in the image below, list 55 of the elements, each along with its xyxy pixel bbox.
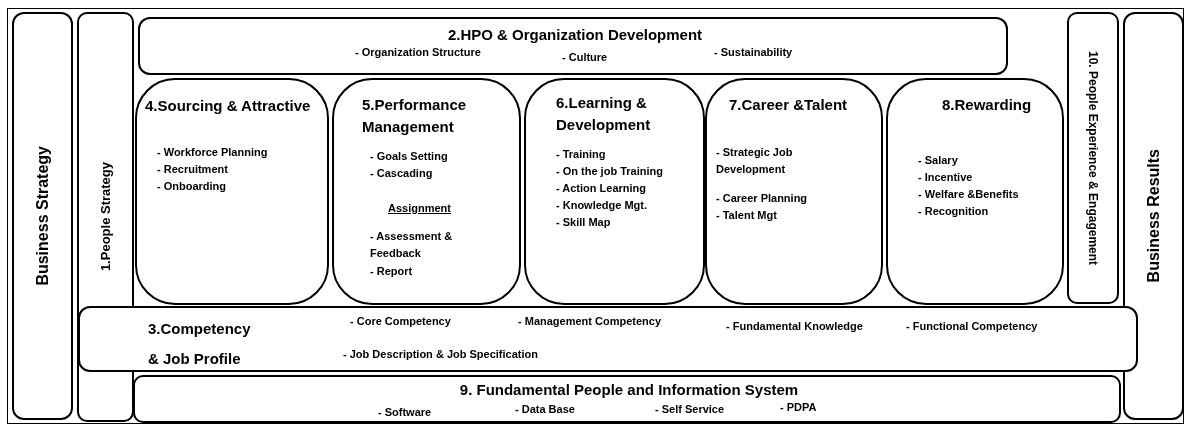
list-item: - Salary: [918, 153, 958, 168]
list-item: - Strategic Job Development: [716, 145, 794, 177]
list-item: - Functional Competency: [906, 319, 1038, 334]
list-item: - Management Competency: [518, 314, 662, 329]
panel-label: 10. People Experience & Engagement: [1086, 50, 1100, 266]
box-heading: 4.Sourcing & Attractive: [145, 96, 311, 116]
list-item: - Self Service: [655, 402, 725, 417]
panel-label: 1.People Strategy: [98, 162, 113, 272]
list-item: - PDPA: [780, 400, 817, 415]
list-item: - On the job Training: [556, 164, 663, 179]
box-heading: 3.Competency & Job Profile: [148, 319, 252, 369]
list-item: - Software: [378, 405, 432, 420]
list-item: - Welfare &Benefits: [918, 187, 1019, 202]
list-item: - Assessment & Feedback: [370, 229, 454, 261]
rounded-box: [138, 17, 1008, 75]
list-item: - Goals Setting: [370, 149, 448, 164]
box-heading: 5.Performance Management: [362, 95, 468, 137]
rounded-box: [135, 78, 329, 305]
list-item: - Onboarding: [157, 179, 227, 194]
list-item: - Skill Map: [556, 215, 611, 230]
list-item: - Incentive: [918, 170, 973, 185]
rounded-box: [524, 78, 705, 305]
list-item: - Recognition: [918, 204, 989, 219]
list-item: - Culture: [562, 50, 608, 65]
rounded-box: [133, 375, 1121, 423]
list-item: - Report: [370, 264, 413, 279]
list-item: - Recruitment: [157, 162, 228, 177]
box-heading: 9. Fundamental People and Information System: [458, 380, 800, 400]
list-item: - Cascading: [370, 166, 433, 181]
list-item: - Job Description & Job Specification: [343, 347, 538, 362]
list-item: - Training: [556, 147, 606, 162]
list-item: - Core Competency: [350, 314, 451, 329]
vertical-panel: [1067, 12, 1119, 304]
subheading: Assignment: [388, 201, 451, 216]
panel-label: Business Results: [1144, 149, 1163, 283]
list-item: - Career Planning: [716, 191, 808, 206]
list-item: - Organization Structure: [355, 45, 481, 60]
box-heading: 8.Rewarding: [942, 95, 1032, 115]
panel-label: Business Strategy: [33, 146, 52, 286]
rounded-box: [78, 306, 1138, 372]
list-item: - Action Learning: [556, 181, 647, 196]
list-item: - Fundamental Knowledge: [726, 319, 863, 334]
rounded-box: [705, 78, 883, 305]
list-item: - Knowledge Mgt.: [556, 198, 648, 213]
box-heading: 7.Career &Talent: [729, 95, 848, 115]
vertical-panel: [1123, 12, 1184, 420]
rounded-box: [886, 78, 1064, 305]
list-item: - Sustainability: [714, 45, 793, 60]
box-heading: 6.Learning & Development: [556, 93, 652, 135]
list-item: - Talent Mgt: [716, 208, 777, 223]
rounded-box: [332, 78, 521, 305]
list-item: - Workforce Planning: [157, 145, 268, 160]
list-item: - Data Base: [515, 402, 575, 417]
vertical-panel: [12, 12, 73, 420]
box-heading: 2.HPO & Organization Development: [446, 25, 704, 45]
